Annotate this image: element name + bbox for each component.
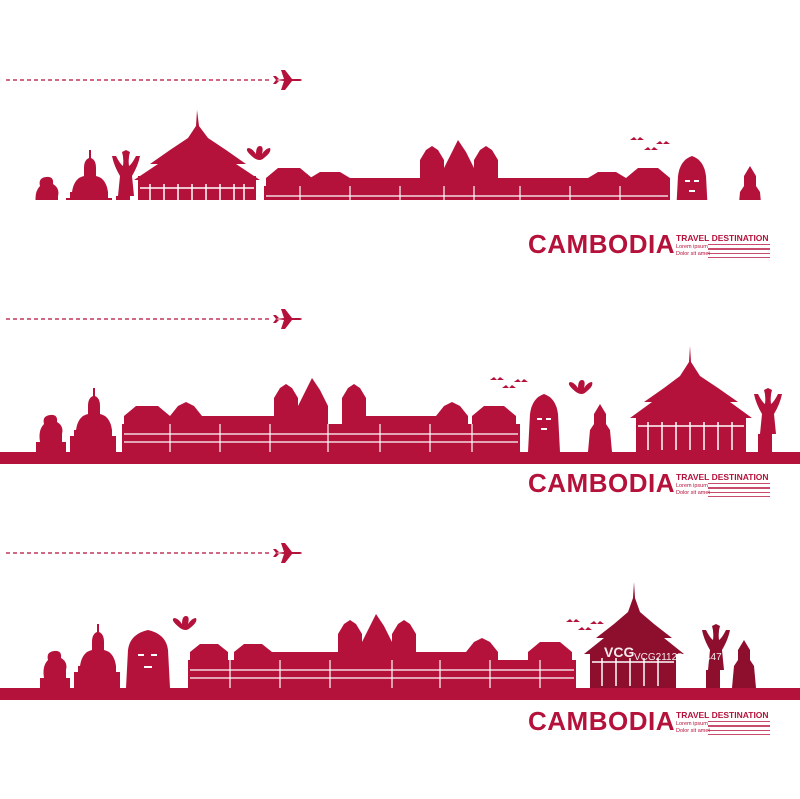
skyline-1 (6, 70, 761, 200)
bayon-face-tower (528, 394, 560, 452)
fine-print-lines (708, 483, 770, 501)
royal-palace (630, 346, 752, 452)
airplane-icon (273, 543, 302, 563)
birds-icon (490, 377, 528, 388)
royal-palace (584, 582, 684, 688)
seated-buddha-statue (66, 150, 112, 200)
destination-title: CAMBODIA (528, 229, 675, 259)
lion-statue (36, 414, 66, 452)
watermark-id: VCG211280470447 (634, 652, 722, 663)
destination-title: CAMBODIA (528, 468, 675, 498)
lotus-icon (568, 380, 593, 394)
fine-print-lines (708, 721, 770, 739)
destination-title: CAMBODIA (528, 706, 675, 736)
small-stupa (732, 640, 756, 688)
birds-icon (630, 137, 670, 150)
birds-icon (566, 619, 604, 630)
airplane-icon (273, 309, 302, 329)
angkor-wat-temple (264, 140, 670, 200)
royal-palace (134, 110, 260, 200)
seated-buddha-statue (70, 388, 116, 452)
bayon-face-tower (126, 630, 170, 688)
seated-buddha-statue (74, 624, 120, 688)
angkor-wat-temple (188, 614, 576, 688)
ground-bar (0, 688, 800, 700)
lotus-icon (172, 616, 197, 630)
airplane-icon (273, 70, 302, 90)
skyline-2 (0, 309, 800, 464)
watermark-logo: VCG (604, 644, 635, 660)
apsara-dancer-statue (702, 624, 730, 688)
lotus-icon (246, 146, 271, 160)
banner-3: VCG VCG211280470447 CAMBODIA TRAVEL DEST… (0, 480, 800, 736)
skyline-3 (0, 543, 800, 700)
angkor-wat-temple (122, 378, 520, 452)
small-stupa (588, 404, 612, 452)
lion-statue (40, 650, 70, 688)
bayon-face-tower (676, 156, 708, 200)
fine-print-lines (708, 244, 770, 262)
destination-subtitle: TRAVEL DESTINATION (676, 472, 769, 482)
lion-statue (35, 176, 59, 200)
apsara-dancer-statue (754, 388, 782, 452)
destination-subtitle: TRAVEL DESTINATION (676, 710, 769, 720)
small-stupa (739, 166, 761, 200)
destination-subtitle: TRAVEL DESTINATION (676, 233, 769, 243)
apsara-dancer-statue (112, 150, 140, 200)
ground-bar (0, 452, 800, 464)
